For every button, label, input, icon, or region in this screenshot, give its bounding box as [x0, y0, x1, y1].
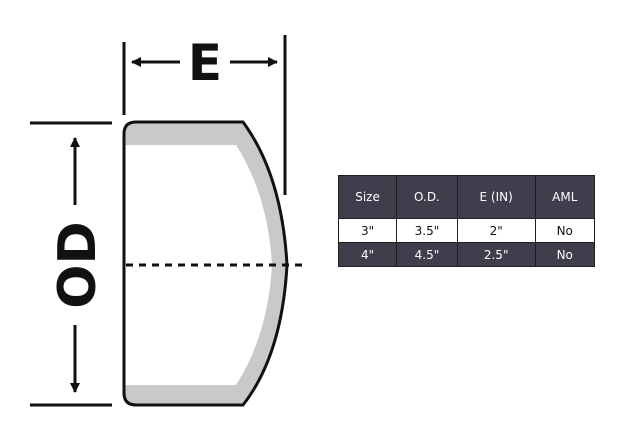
header-size: Size [337, 175, 398, 219]
e-dimension-label: E [188, 34, 222, 92]
spec-table: Size O.D. E (IN) AML 3" 3.5" 2" No 4" 4.… [337, 175, 595, 267]
table-row: 3" 3.5" 2" No [337, 218, 595, 243]
header-e: E (IN) [456, 175, 536, 219]
header-od: O.D. [396, 175, 458, 219]
table-header-row: Size O.D. E (IN) AML [337, 175, 595, 219]
cell-aml: No [534, 218, 595, 243]
od-dimension-label: OD [48, 221, 108, 308]
cell-od: 4.5" [396, 242, 458, 267]
cell-od: 3.5" [396, 218, 458, 243]
cell-size: 4" [337, 242, 398, 267]
cell-aml: No [534, 242, 595, 267]
header-aml: AML [534, 175, 595, 219]
table-row: 4" 4.5" 2.5" No [337, 242, 595, 267]
cell-e: 2" [456, 218, 536, 243]
cell-size: 3" [337, 218, 398, 243]
cell-e: 2.5" [456, 242, 536, 267]
